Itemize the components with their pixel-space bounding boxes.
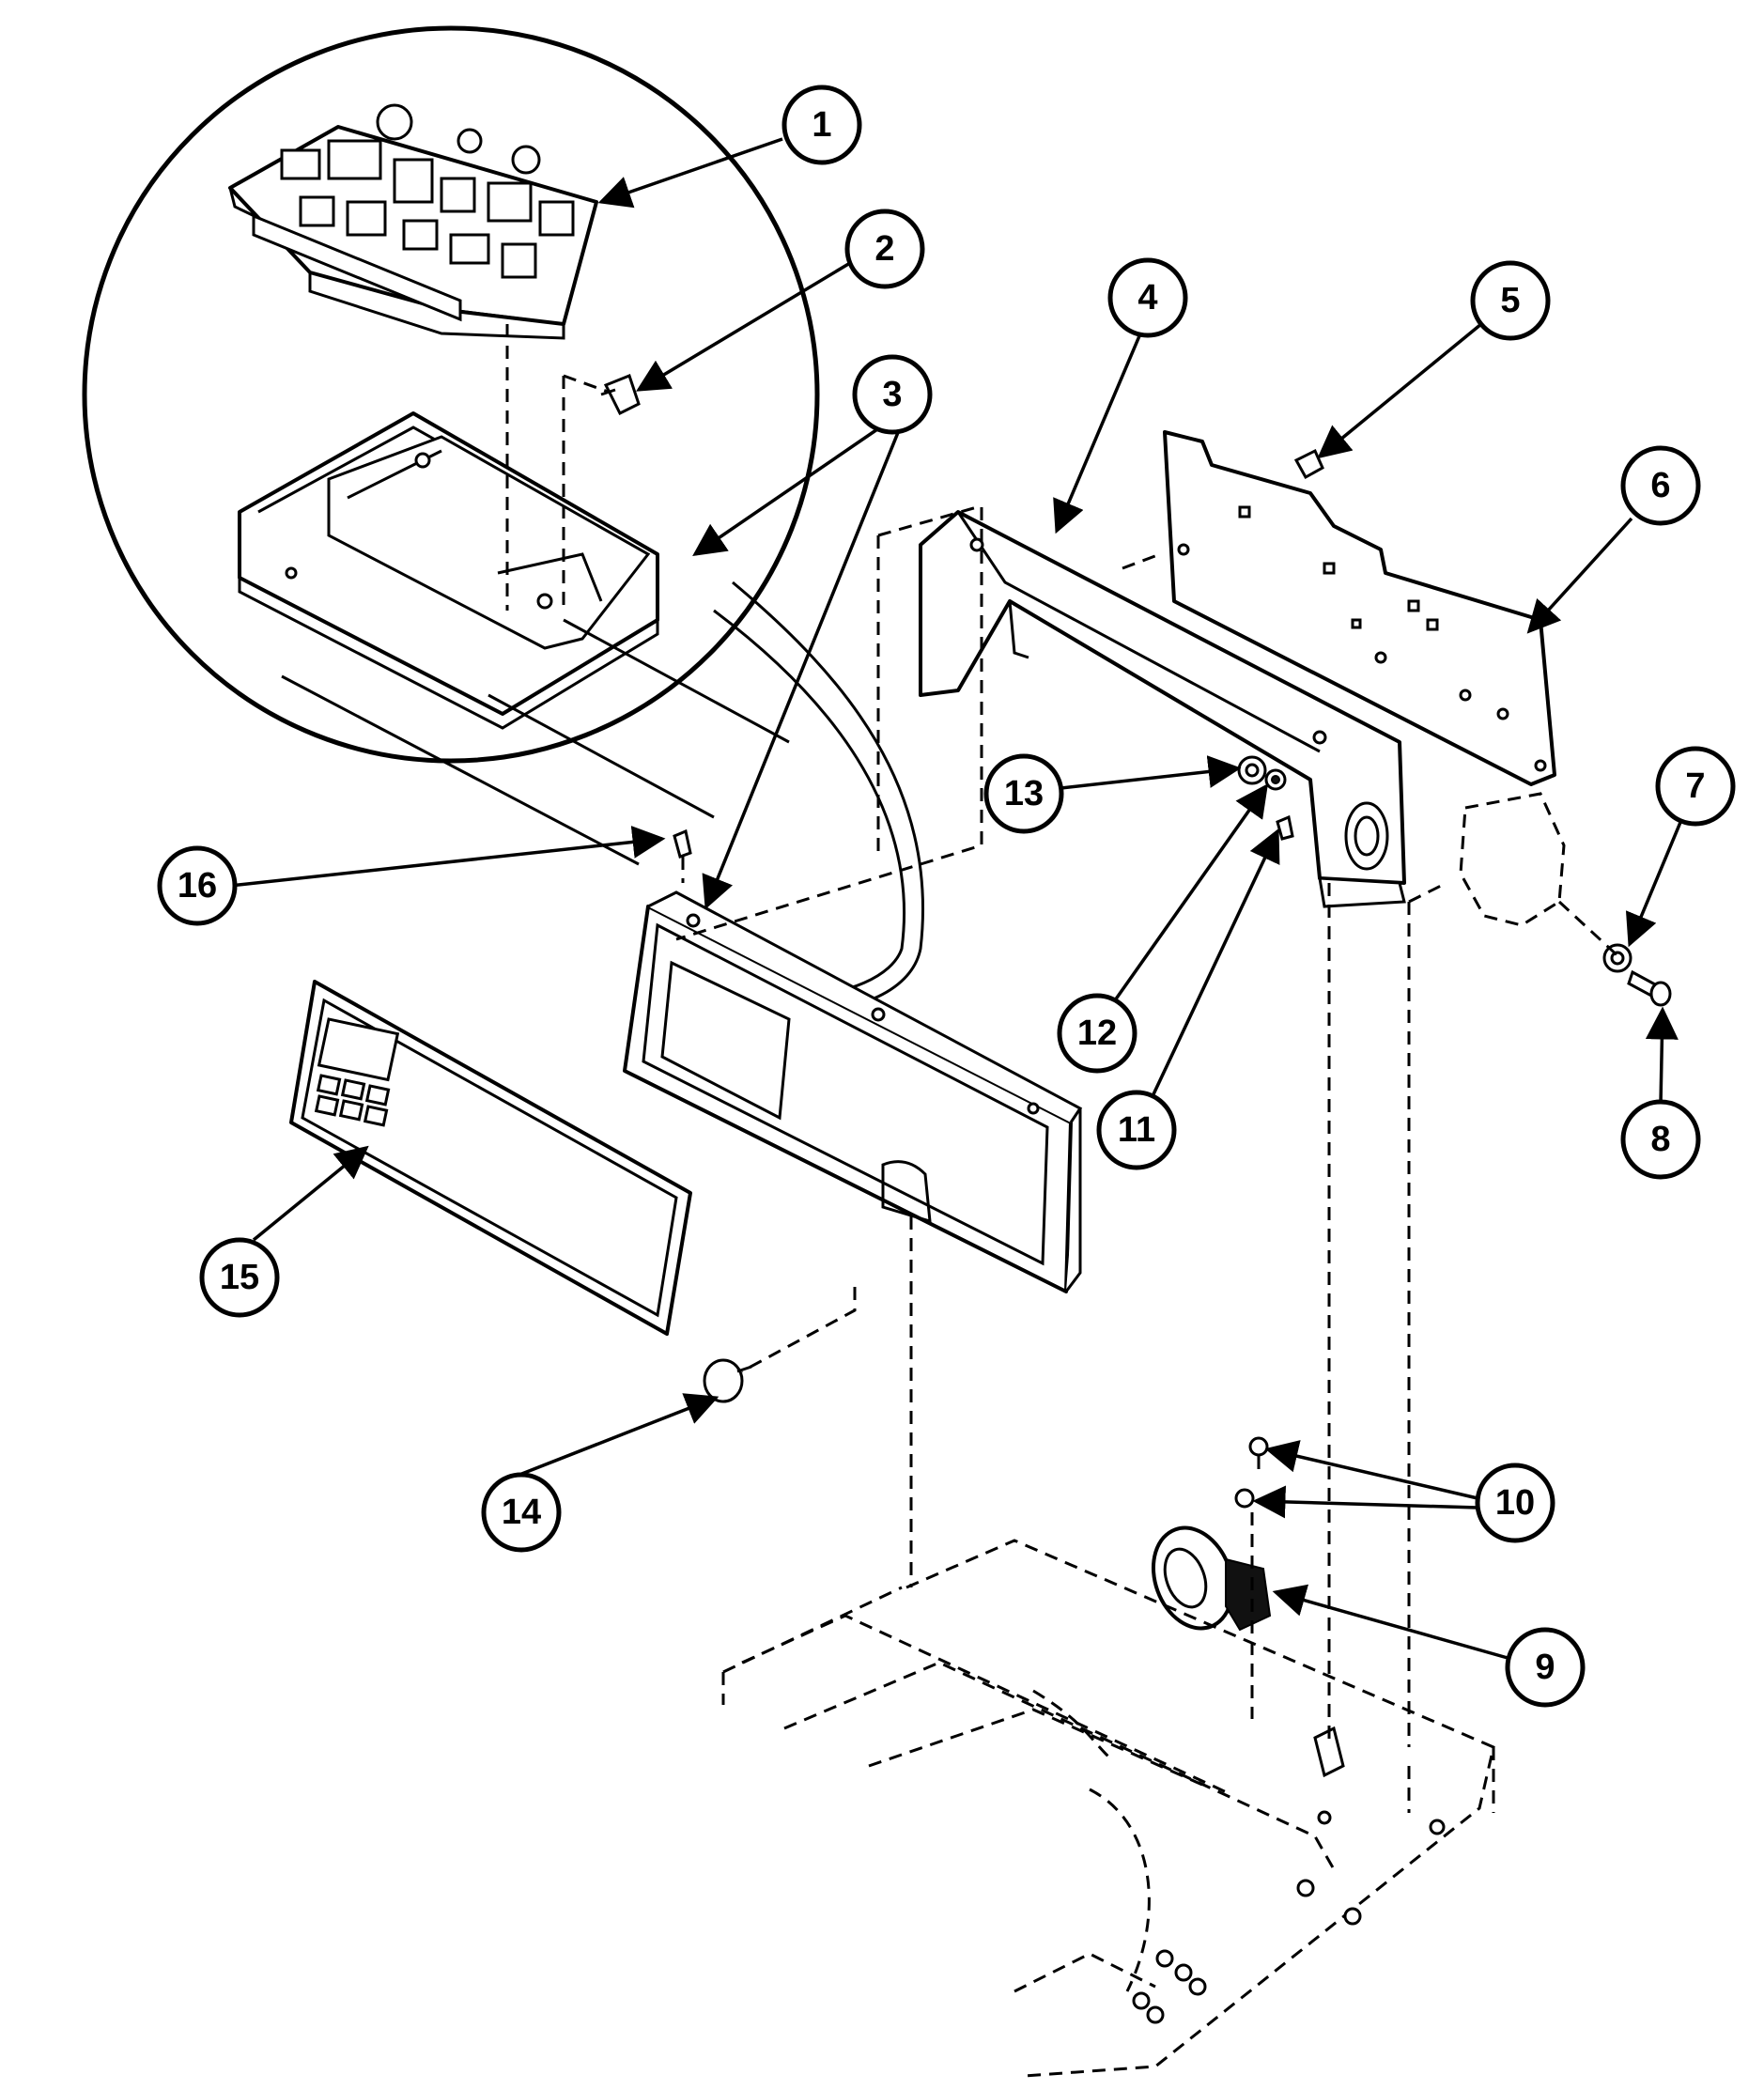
callout-1-label: 1 (812, 105, 831, 145)
callout-14: 14 (481, 1472, 562, 1553)
callout-3-label: 3 (882, 375, 902, 414)
star-washer-part-7 (1602, 943, 1632, 973)
screw-part-11 (1276, 814, 1294, 841)
callout-6-label: 6 (1650, 466, 1670, 505)
overlay-panel (289, 980, 692, 1336)
callout-9-label: 9 (1535, 1648, 1555, 1687)
callout-2-label: 2 (874, 229, 894, 269)
callout-1: 1 (781, 85, 862, 165)
back-bracket (919, 510, 1406, 908)
screw-part-2 (600, 374, 641, 416)
callout-4-label: 4 (1137, 278, 1157, 317)
callout-12: 12 (1057, 993, 1137, 1074)
screw-part-10a (1248, 1436, 1269, 1457)
callout-10-label: 10 (1495, 1483, 1535, 1523)
leader-lines (229, 137, 1683, 1660)
screw-part-10b (1234, 1488, 1255, 1509)
callout-3: 3 (852, 354, 933, 435)
console-panel (623, 890, 1083, 1293)
callout-13-label: 13 (1004, 774, 1044, 813)
callout-9: 9 (1505, 1627, 1586, 1708)
detail-inset (82, 25, 820, 866)
callout-15: 15 (199, 1237, 280, 1318)
callout-7: 7 (1655, 746, 1736, 827)
callout-4: 4 (1107, 257, 1188, 338)
screw-part-16 (673, 828, 692, 859)
pressure-switch-part-9 (1151, 1525, 1272, 1632)
callout-13: 13 (983, 753, 1064, 834)
knob-part-14 (703, 1358, 752, 1403)
callout-8: 8 (1620, 1099, 1701, 1180)
callout-8-label: 8 (1650, 1120, 1670, 1159)
assembly-lines (675, 505, 1622, 1813)
callout-11-label: 11 (1118, 1110, 1155, 1150)
callout-12-label: 12 (1077, 1014, 1117, 1053)
callout-2: 2 (844, 209, 925, 289)
callout-16-label: 16 (178, 866, 217, 906)
callout-10: 10 (1475, 1463, 1555, 1543)
control-board (228, 103, 598, 340)
screw-part-5 (1293, 448, 1324, 480)
callout-15-label: 15 (220, 1258, 259, 1297)
callout-5: 5 (1470, 260, 1551, 341)
base-cabinet (721, 1539, 1495, 2078)
bolt-part-8 (1627, 969, 1672, 1007)
callout-16: 16 (157, 845, 238, 926)
callout-14-label: 14 (502, 1493, 541, 1532)
callout-7-label: 7 (1685, 766, 1705, 806)
board-tray (238, 411, 659, 730)
callout-5-label: 5 (1500, 281, 1520, 320)
callout-6: 6 (1620, 445, 1701, 526)
mounting-plate (1163, 430, 1556, 786)
callout-11: 11 (1096, 1090, 1177, 1170)
